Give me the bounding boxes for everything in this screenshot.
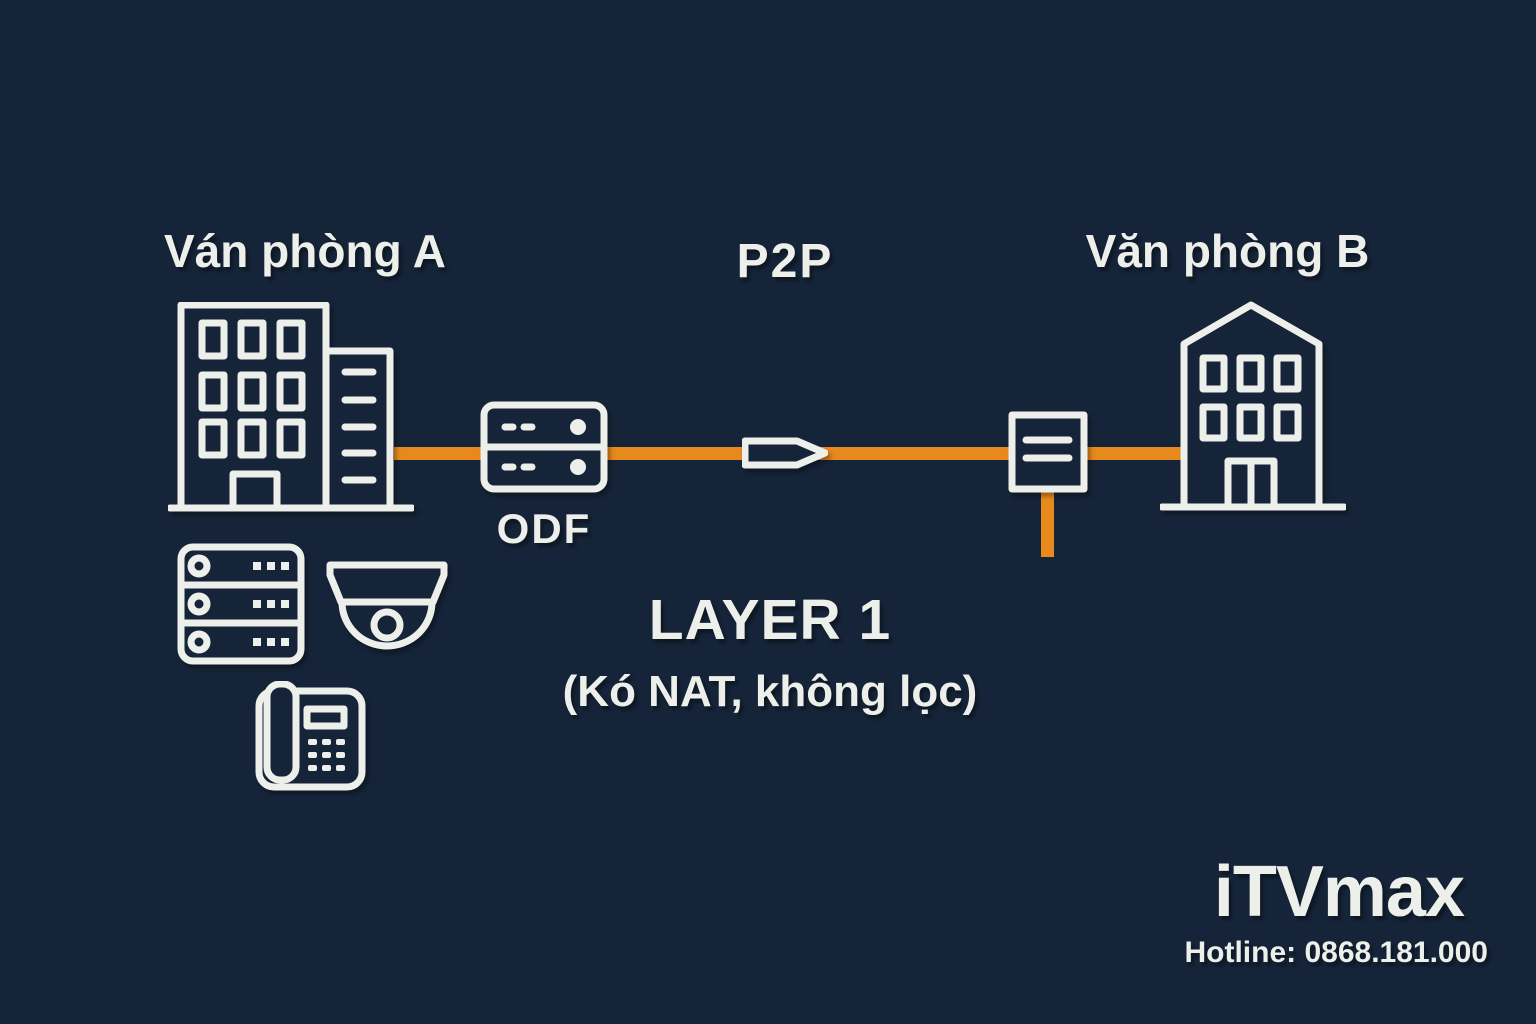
odf-patch-panel-icon <box>480 401 608 493</box>
desk-phone-icon <box>250 681 368 791</box>
junction-box-icon <box>1008 411 1088 493</box>
fiber-drop-line <box>1041 488 1054 557</box>
fiber-arrow-icon <box>742 437 828 469</box>
odf-label: ODF <box>496 505 592 552</box>
brand-logo: iTVmax <box>1213 852 1465 932</box>
server-rack-icon <box>177 543 305 665</box>
brand-hotline: Hotline: 0868.181.000 <box>1184 936 1488 969</box>
office-a-label: Ván phòng A <box>164 225 446 277</box>
layer-subtitle: (Kó NAT, không lọc) <box>562 667 978 716</box>
layer-title: LAYER 1 <box>648 588 892 652</box>
office-building-icon <box>168 302 414 514</box>
dome-camera-icon <box>325 561 449 657</box>
p2p-label: P2P <box>736 235 834 288</box>
house-building-icon <box>1160 300 1346 512</box>
office-b-label: Văn phòng B <box>1085 225 1370 277</box>
